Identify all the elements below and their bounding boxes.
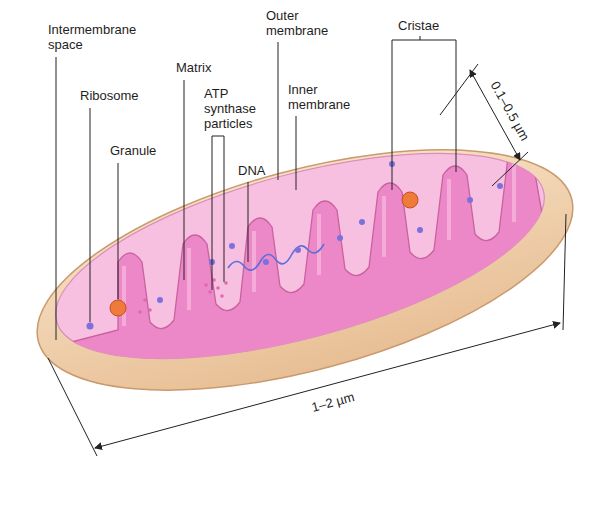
label-text: Outer membrane [266,8,356,38]
label-text: Matrix [176,60,236,75]
dimension-label: 0.1–0.5 µm [487,77,534,145]
label-text: Ribosome [80,88,160,103]
ribosomes [87,161,504,330]
dimension-label: 1–2 µm [308,389,358,416]
label-text: Inner membrane [288,82,368,112]
atp-synthase-particles [138,278,228,314]
label-text: ATP synthase particles [204,86,276,131]
label-text: DNA [238,163,288,178]
label-text: Cristae [398,18,468,33]
outer-membrane [13,102,597,438]
label-text: Intermembrane space [48,22,152,52]
dna-strand [228,244,324,270]
dimension-lines [48,64,566,456]
leader-lines [56,36,456,340]
granule [402,192,418,208]
label-text: Granule [110,143,180,158]
granule [110,300,126,316]
cristae-folds [40,148,560,420]
